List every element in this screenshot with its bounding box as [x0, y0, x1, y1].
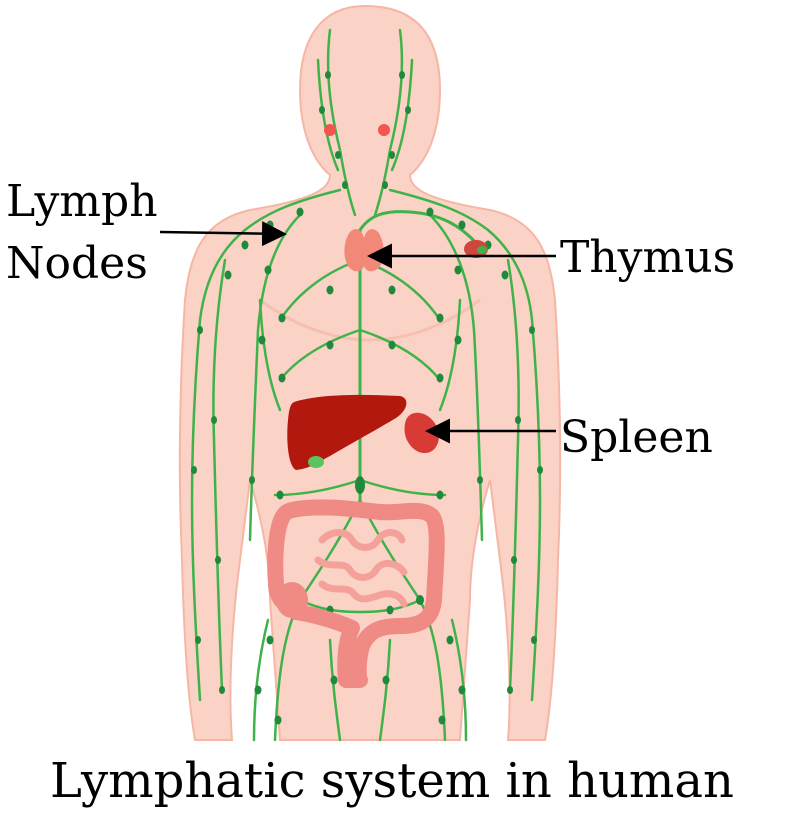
- label-thymus: Thymus: [560, 232, 736, 283]
- diagram-caption: Lymphatic system in human: [50, 753, 734, 809]
- label-lymph-nodes-line2: Nodes: [6, 238, 148, 289]
- tonsil-left: [324, 124, 336, 136]
- small-intestine: [314, 529, 408, 608]
- liver-organ: [287, 394, 407, 470]
- gallbladder: [308, 456, 324, 468]
- tonsil-right: [378, 124, 390, 136]
- torso-shading: [259, 298, 481, 342]
- label-lymph-nodes-line1: Lymph: [6, 176, 158, 227]
- large-intestine: [267, 499, 445, 688]
- lymph-node-dots: [191, 71, 543, 725]
- label-spleen: Spleen: [560, 412, 713, 463]
- lymph-nodes-arrow: [159, 221, 287, 247]
